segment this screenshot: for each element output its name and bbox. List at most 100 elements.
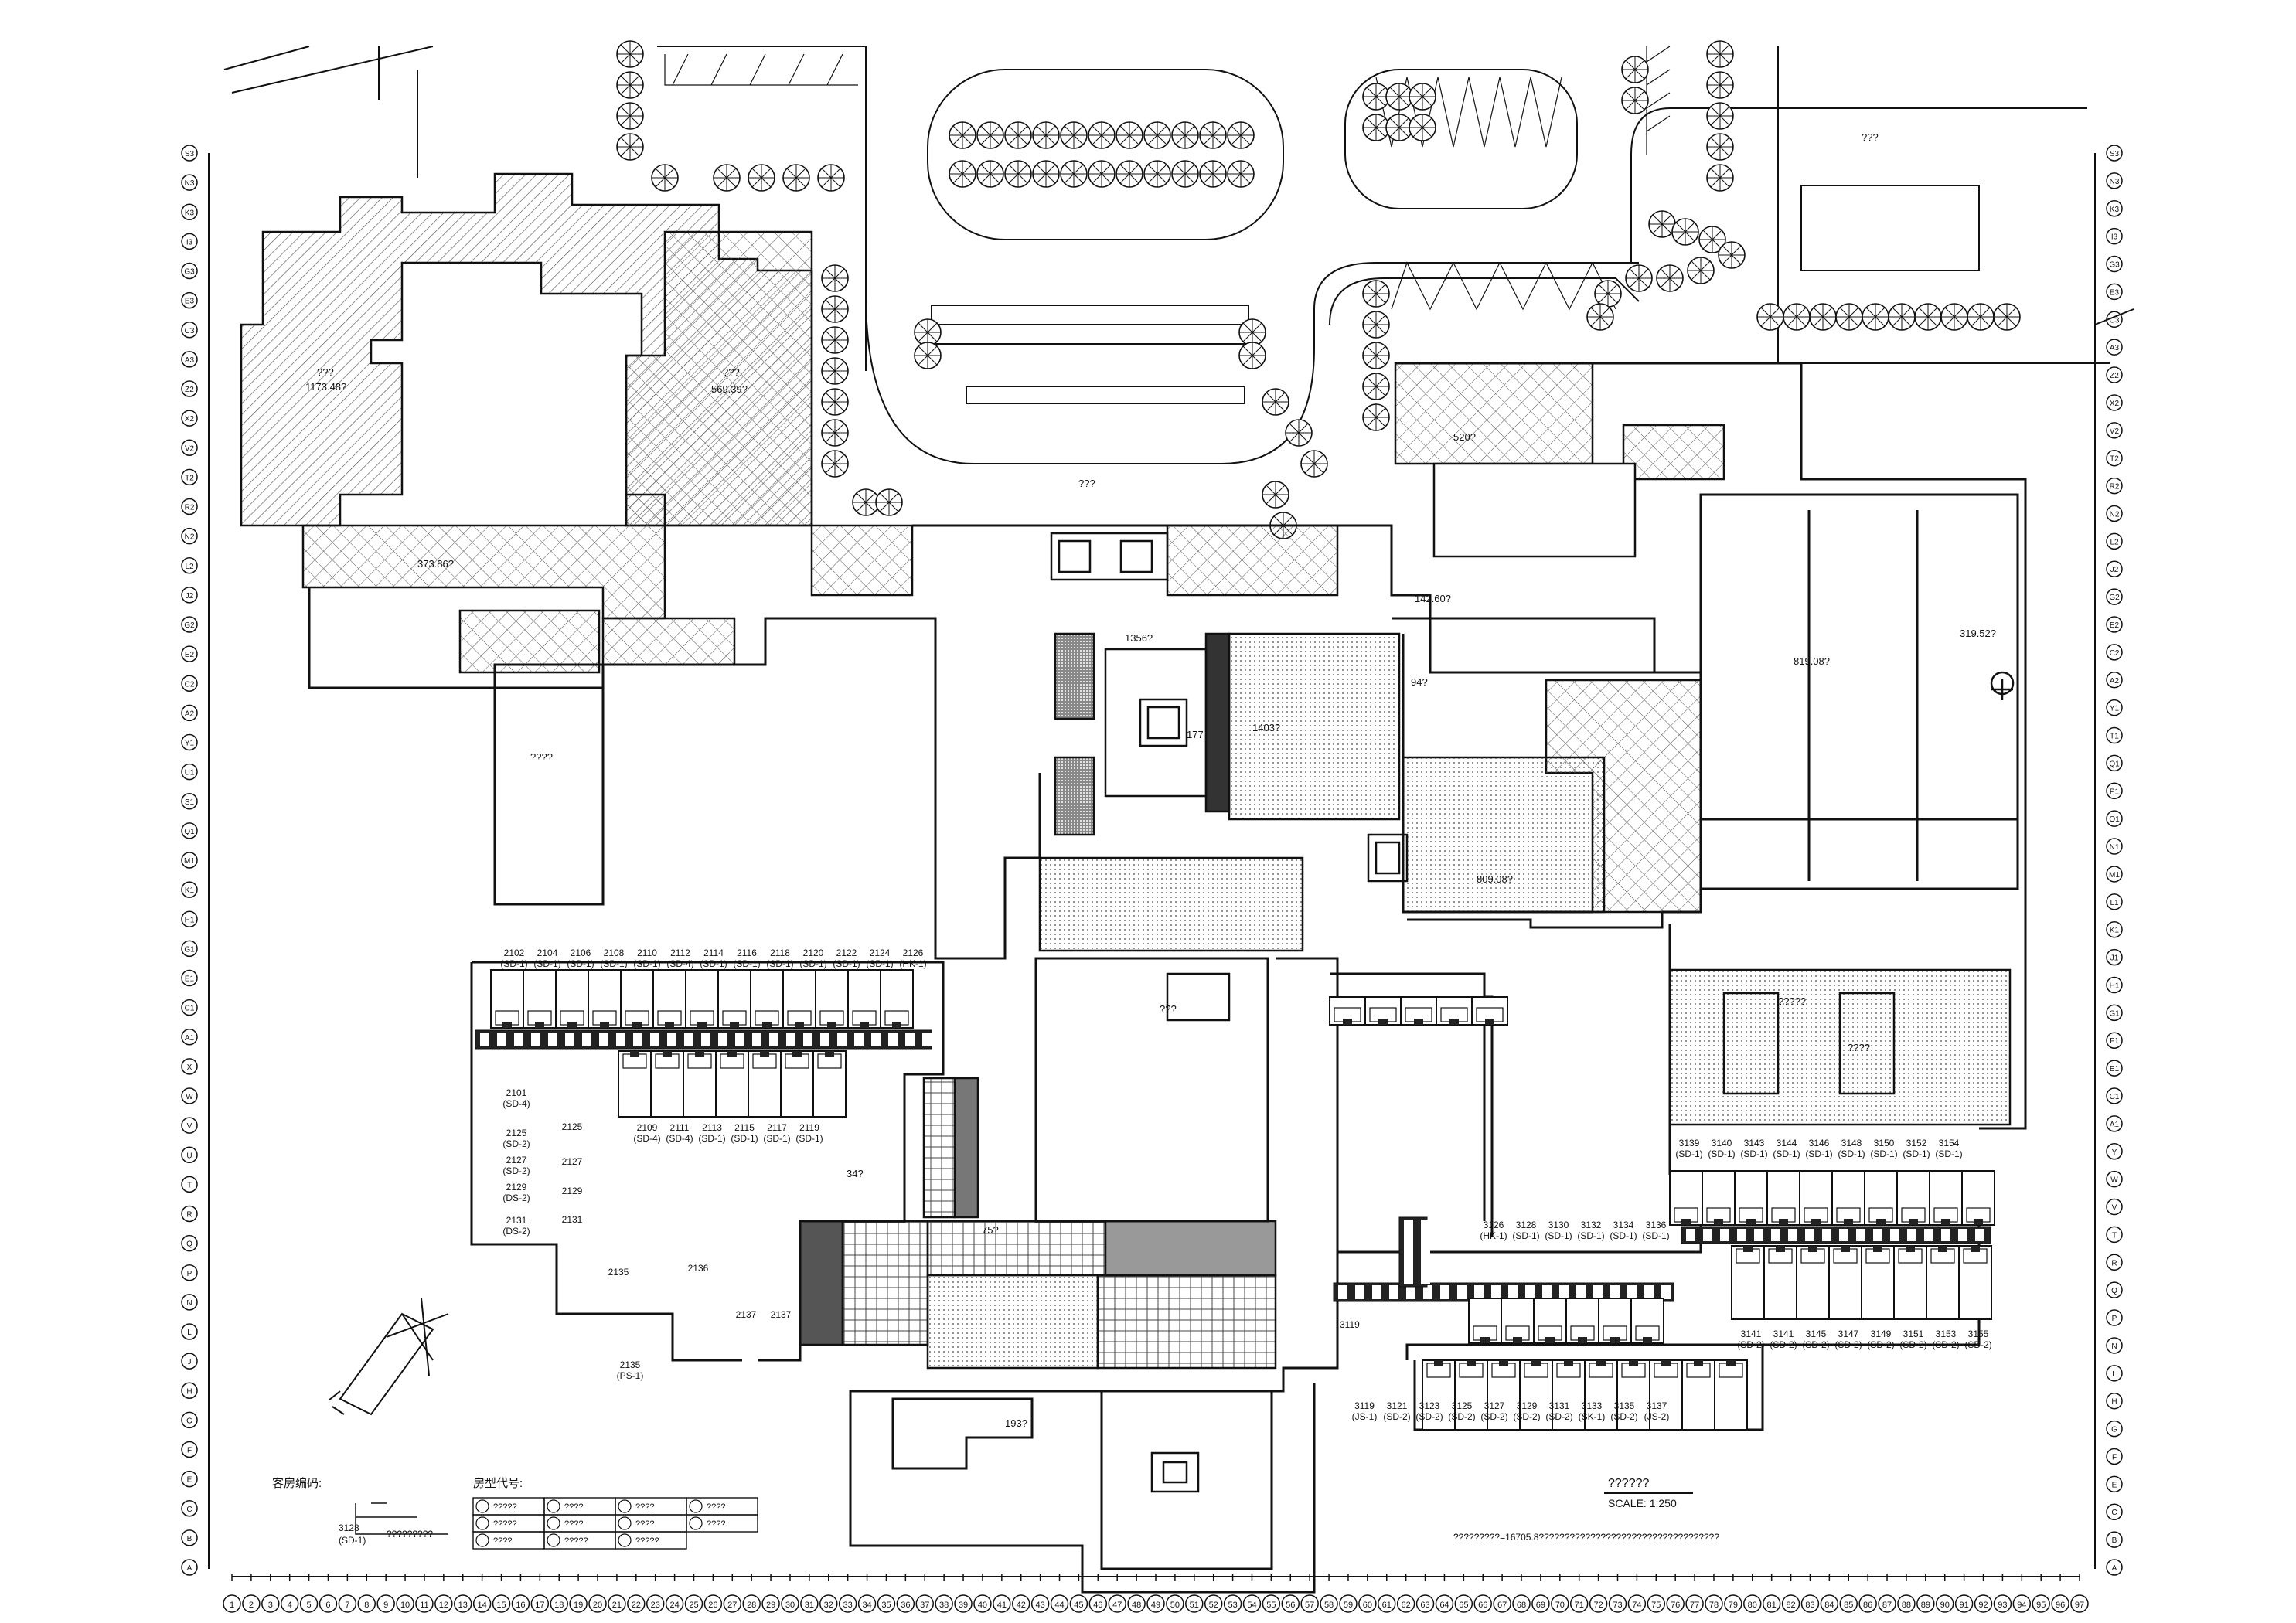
corridor-tile — [1559, 1285, 1569, 1299]
room-type: (SD-2) — [1383, 1411, 1410, 1422]
grid-bubble — [993, 1594, 1011, 1613]
grid-bubble — [181, 1529, 198, 1546]
room-numbers-north: 2102(SD-1)2104(SD-1)2106(SD-1)2108(SD-1)… — [500, 948, 926, 969]
grid-bubble — [2106, 255, 2123, 273]
grid-label-bottom: 96 — [2056, 1601, 2065, 1610]
grid-label-bottom: 88 — [1902, 1601, 1911, 1610]
grid-bubble — [2106, 560, 2123, 577]
tree — [1363, 311, 1389, 338]
grid-label-right: N1 — [2110, 843, 2120, 852]
grid-bubble — [973, 1594, 992, 1613]
grid-label-bottom: 50 — [1170, 1601, 1180, 1610]
grid-label-left: J — [188, 1358, 192, 1366]
grid-label-right: P1 — [2110, 788, 2120, 796]
grid-bubble — [2106, 1281, 2123, 1298]
grid-bubble — [181, 557, 198, 574]
grid-label-right: E2 — [2110, 621, 2120, 630]
corridor-tile — [1958, 1229, 1967, 1241]
grid-label-right: E1 — [2110, 1065, 2120, 1073]
room-door — [1531, 1360, 1541, 1366]
room-number: 3141 — [1741, 1329, 1762, 1339]
grid-bubble — [280, 1594, 299, 1613]
grid-bubble — [2106, 227, 2123, 245]
grid-bubble — [2106, 1448, 2123, 1465]
room-number: 2114 — [703, 948, 724, 958]
room-type: (SD-1) — [731, 1133, 758, 1144]
grid-label-bottom: 57 — [1305, 1601, 1314, 1610]
room-type: (SD-1) — [1740, 1148, 1767, 1159]
grid-label-right: V2 — [2110, 427, 2120, 436]
room-number: 2122 — [836, 948, 857, 958]
grid-bubble — [2106, 810, 2123, 827]
grid-label-right: G — [2111, 1426, 2117, 1434]
grid-bubble — [1011, 1594, 1030, 1613]
grid-bubble — [181, 1264, 198, 1281]
tree — [1088, 161, 1115, 187]
grid-label-left: V — [187, 1122, 192, 1131]
room-door — [1909, 1219, 1918, 1225]
tennis-court-label-2: ???? — [1848, 1042, 1870, 1053]
tree — [915, 342, 941, 369]
grid-bubble — [646, 1594, 665, 1613]
grid-label-bottom: 36 — [901, 1601, 910, 1610]
grid-label-right: F — [2112, 1453, 2117, 1461]
room-door — [792, 1051, 802, 1057]
room-door — [697, 1022, 707, 1028]
room-numbers-north-south-side: 2109(SD-4)2111(SD-4)2113(SD-1)2115(SD-1)… — [633, 1122, 823, 1144]
room-door — [1808, 1246, 1817, 1252]
grid-label-bottom: 52 — [1209, 1601, 1218, 1610]
legend-example-no: 3128 — [339, 1523, 359, 1533]
grid-bubble — [2106, 948, 2123, 966]
room-door — [727, 1051, 737, 1057]
tree — [1116, 161, 1143, 187]
tree — [1386, 114, 1412, 141]
grid-label-right: C2 — [2110, 649, 2120, 658]
corridor-tile — [769, 1033, 778, 1046]
grid-label-left: Q1 — [184, 828, 195, 836]
grid-label-bottom: 85 — [1844, 1601, 1853, 1610]
grid-bubble — [1935, 1594, 1954, 1613]
east-wing-area: 319.52? — [1960, 628, 1996, 639]
corridor-tile — [1593, 1285, 1603, 1299]
room-type: (SD-2) — [1513, 1411, 1540, 1422]
tree — [1810, 304, 1836, 330]
grid-bubble — [2106, 1392, 2123, 1410]
corridor-tile — [1491, 1285, 1501, 1299]
tree — [949, 122, 976, 148]
room-door — [1714, 1219, 1723, 1225]
grid-bubble — [181, 587, 198, 604]
tree — [617, 134, 643, 160]
corridor-tile — [1907, 1229, 1916, 1241]
corridor-tile — [684, 1033, 693, 1046]
grid-bubble — [2051, 1594, 2069, 1613]
grid-axis-right: ABCEFGHLNPQRTVWYA1C1E1F1G1H1J1K1L1M1N1O1… — [2106, 145, 2123, 1576]
grid-bubble — [896, 1594, 915, 1613]
room-type: (SD-1) — [766, 958, 793, 969]
room-door — [663, 1051, 672, 1057]
grid-bubble — [2106, 477, 2123, 495]
grid-bubble — [1512, 1594, 1531, 1613]
grid-label-right: L2 — [2110, 538, 2119, 546]
grid-bubble — [181, 675, 198, 692]
corridor-tile — [1406, 1285, 1415, 1299]
tree — [822, 358, 848, 384]
grid-bubble — [181, 439, 198, 456]
grid-bubble — [181, 910, 198, 927]
grid-label-bottom: 16 — [516, 1601, 525, 1610]
grid-bubble — [1820, 1594, 1839, 1613]
tree — [1239, 319, 1266, 345]
grid-label-bottom: 29 — [766, 1601, 775, 1610]
grid-bubble — [877, 1594, 896, 1613]
grid-bubble — [181, 940, 198, 958]
grid-label-right: N2 — [2110, 510, 2120, 519]
corridor-tile — [1754, 1229, 1763, 1241]
grid-bubble — [2106, 1420, 2123, 1438]
room-number: 3151 — [1903, 1329, 1924, 1339]
tree — [853, 489, 879, 515]
corridor-tile — [582, 1033, 591, 1046]
grid-bubble — [223, 1594, 241, 1613]
corridor-tile — [701, 1033, 710, 1046]
room-number: 2115 — [734, 1122, 755, 1133]
room-type: (SD-4) — [633, 1133, 660, 1144]
guest-room — [1565, 1298, 1599, 1344]
